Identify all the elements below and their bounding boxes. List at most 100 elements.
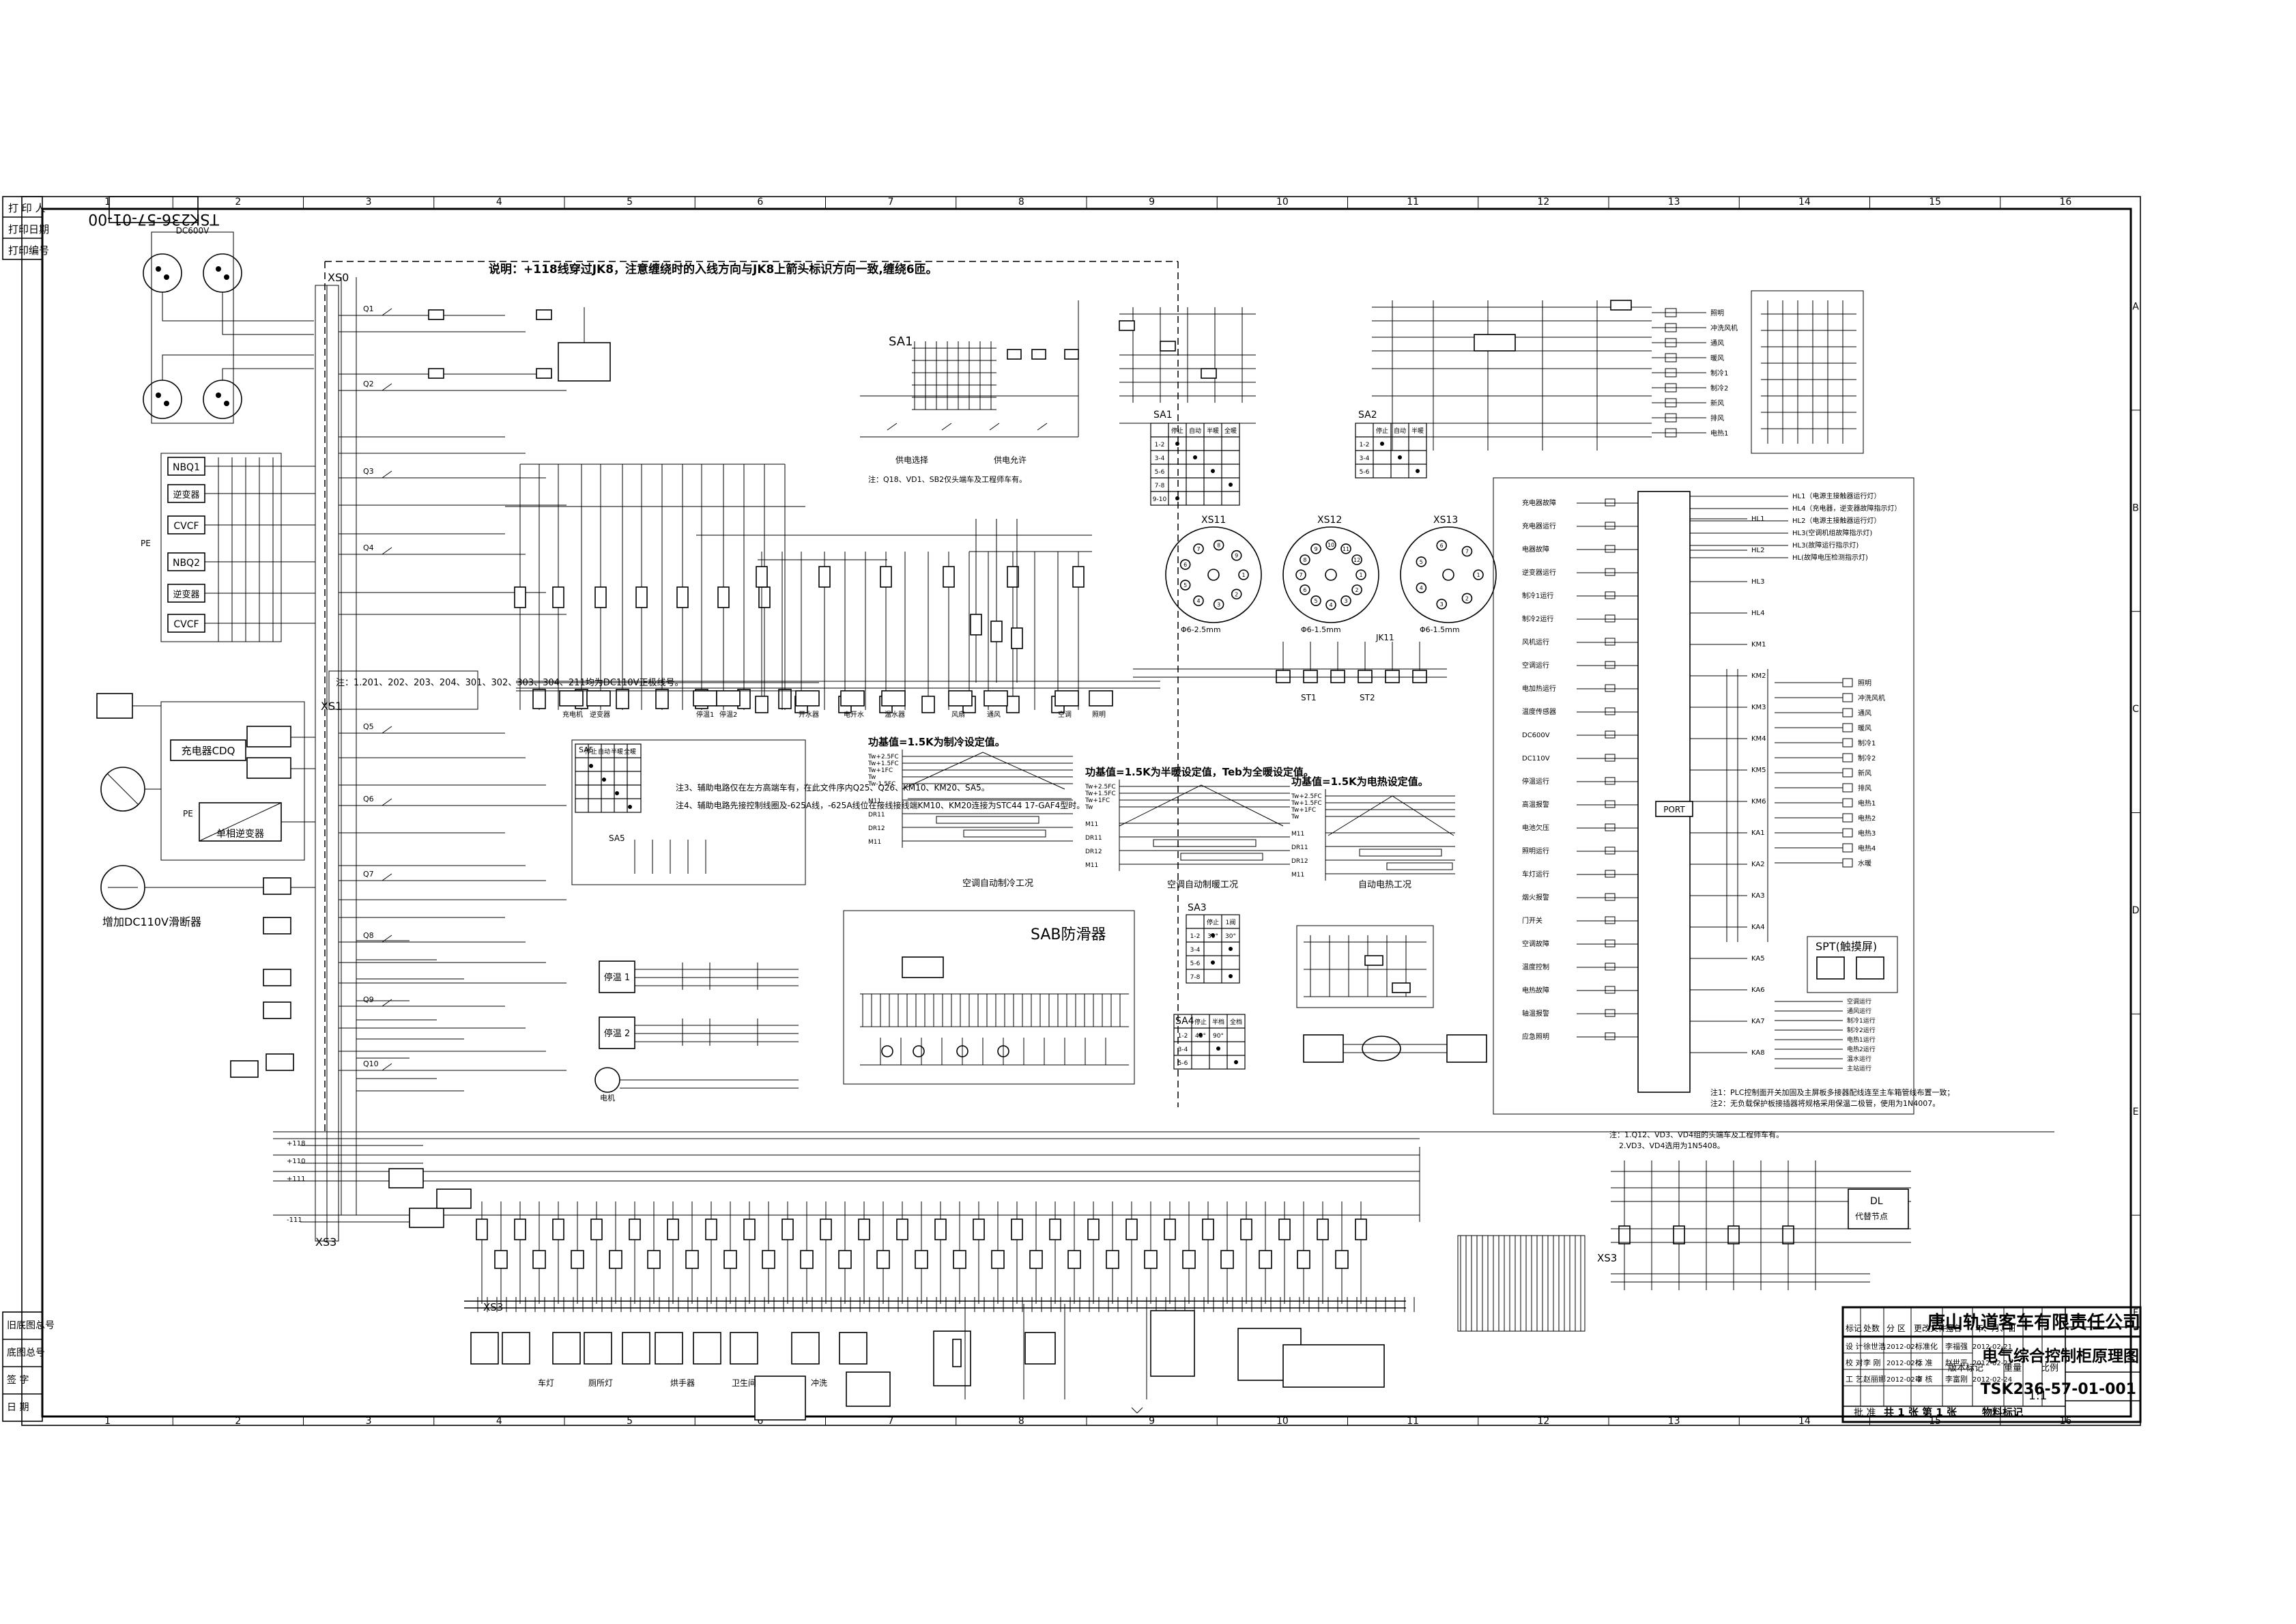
pin-number: 4 (1196, 598, 1200, 604)
nbq-bus-label-1: 逆变器 (173, 489, 199, 500)
title-role2: 审 核 (1915, 1374, 1933, 1384)
title-header: 年、月、日 (1975, 1324, 2016, 1333)
pe-label-1: PE (141, 539, 151, 548)
strip-old-drawing-no: 旧底图总号 (7, 1320, 55, 1331)
table-row-label: 1-2 (1178, 1033, 1188, 1040)
plc-output-label: KA7 (1751, 1018, 1765, 1025)
right-output: 排风 (1710, 414, 1724, 423)
hl-indicator: HL(故障电压检测指示灯) (1792, 553, 1868, 562)
spt-output: 电热1运行 (1847, 1036, 1876, 1044)
plc-output-label: HL4 (1751, 610, 1764, 617)
sab-antiskid: SAB防滑器 (843, 910, 1135, 1085)
profile-level: Tw (1085, 804, 1093, 811)
plc-right-output: 电热3 (1858, 829, 1876, 838)
sa1-label: SA1 (889, 334, 913, 349)
plc-right-output: 照明 (1858, 679, 1871, 687)
rotated-number-box (109, 196, 199, 223)
column-number-top: 14 (1798, 197, 1811, 208)
pin-number: 1 (1359, 572, 1362, 578)
title-role: 设 计 (1846, 1342, 1863, 1351)
pin-number: 8 (1303, 557, 1306, 563)
table-header: 半档 (1212, 1018, 1224, 1026)
elec-title: 功基值=1.5K为电热设定值。 (1291, 775, 1429, 788)
profile-level: Tw+1FC (867, 767, 893, 774)
table-header: 停止 (1171, 427, 1183, 435)
sa5-header: 半暖 (611, 747, 623, 756)
nbq-bus-label-2: 逆变器 (173, 589, 199, 600)
table-header: 自动 (1189, 427, 1201, 435)
column-number-bottom: 8 (1018, 1416, 1024, 1427)
port-fiber-section (1296, 925, 1487, 1063)
profile-row: M11 (1085, 821, 1098, 828)
plc-output-label: KM2 (1751, 672, 1766, 680)
plc-output-label: KA1 (1751, 829, 1765, 837)
plc-output-label: KA2 (1751, 861, 1765, 868)
pin-number: 5 (1183, 582, 1187, 588)
row-letter-right: F (2133, 1308, 2138, 1319)
right-output: 暖风 (1710, 354, 1724, 362)
profile-level: Tw+2.5FC (1291, 793, 1322, 800)
plc-right-output: 水暖 (1858, 859, 1871, 868)
profile-level: Tw+1.5FC (1291, 800, 1322, 807)
plc-input-label: 风机运行 (1522, 638, 1549, 646)
supply-label: +111 (287, 1176, 305, 1183)
plc-block: PORT 充电器故障充电器运行电器故障逆变器运行制冷1运行制冷2运行风机运行空调… (1493, 477, 1954, 1115)
plc-note-1: 注1：PLC控制面开关加固及主屏板多接器配线连至主车箱管线布置一致； (1710, 1087, 1954, 1097)
profile-row: M11 (1085, 862, 1098, 869)
dc600-label: DC600V (176, 226, 210, 236)
pin-number: 9 (1235, 553, 1238, 559)
relay-name: 温水器 (885, 711, 905, 719)
approve-label: 批 准 (1854, 1408, 1876, 1419)
pin-number: 3 (1344, 598, 1347, 604)
right-output: 制冷1 (1710, 369, 1728, 377)
company-name: 唐山轨道客车有限责任公司 (1927, 1312, 2140, 1333)
bottom-device-label: 厕所灯 (588, 1378, 613, 1388)
column-number-top: 8 (1018, 197, 1024, 208)
switch-label: Q10 (363, 1059, 379, 1068)
plc-input-label: DC600V (1522, 732, 1550, 739)
hl-indicator-list: HL1（电源主接触器运行灯）HL4（充电器，逆变器故障指示灯）HL2（电源主接触… (1690, 492, 1901, 562)
table-header: 半暖 (1207, 427, 1219, 435)
title-role2: 标 准 (1915, 1358, 1933, 1367)
relay-name: 通风 (987, 711, 1001, 719)
pin-number: 10 (1328, 542, 1334, 548)
plc-input-label: 电加热运行 (1522, 684, 1556, 693)
switch-label: Q5 (363, 722, 374, 731)
xs0-terminal-strip: XS0 XS1 XS3 (315, 271, 349, 1249)
table-header: 自动 (1394, 427, 1406, 435)
right-top-box (1751, 290, 1864, 454)
dl-label: DL (1870, 1196, 1883, 1207)
plc-input-label: 应急照明 (1522, 1032, 1549, 1041)
sa3-table-label: SA3 (1188, 902, 1207, 913)
spt-output: 电热2运行 (1847, 1045, 1876, 1053)
column-number-bottom: 11 (1407, 1416, 1419, 1427)
title-name2: 李富刚 (1945, 1374, 1968, 1384)
profile-level: Tw (867, 774, 876, 781)
column-number-top: 12 (1537, 197, 1549, 208)
table-row-label: 3-4 (1155, 455, 1165, 462)
plc-output-label: HL2 (1751, 547, 1764, 554)
plc-input-label: 电器故障 (1522, 545, 1549, 554)
plc-right-output: 电热4 (1858, 844, 1876, 853)
title-name: 徐世浩 (1863, 1341, 1886, 1351)
plc-input-label: 烟火报警 (1522, 893, 1549, 902)
relay-name: 开水器 (799, 711, 819, 719)
right-output: 冲洗风机 (1710, 324, 1738, 332)
strip-signature: 签 字 (7, 1374, 29, 1386)
table-row-label: 5-6 (1360, 469, 1370, 476)
heater-section: 停温 1 停温 2 电机 (594, 960, 799, 1102)
bottom-device-label: 车灯 (538, 1378, 554, 1388)
title-date2: 2012-02-24 (1972, 1376, 2012, 1384)
table-header: 停止 (1376, 427, 1388, 435)
plc-right-output: 冲洗风机 (1858, 694, 1885, 702)
column-number-top: 5 (627, 197, 633, 208)
plc-output-label: HL3 (1751, 578, 1764, 586)
right-output: 新风 (1710, 399, 1724, 408)
table-row-label: 3-4 (1190, 947, 1201, 954)
profile-level: Tw+1FC (1085, 797, 1110, 804)
profile-row: DR12 (868, 825, 885, 832)
plc-output-label: KA8 (1751, 1049, 1765, 1057)
vd-note-1: 注：1.Q12、VD3、VD4组的头端车及工程师车有。 (1609, 1130, 1783, 1139)
